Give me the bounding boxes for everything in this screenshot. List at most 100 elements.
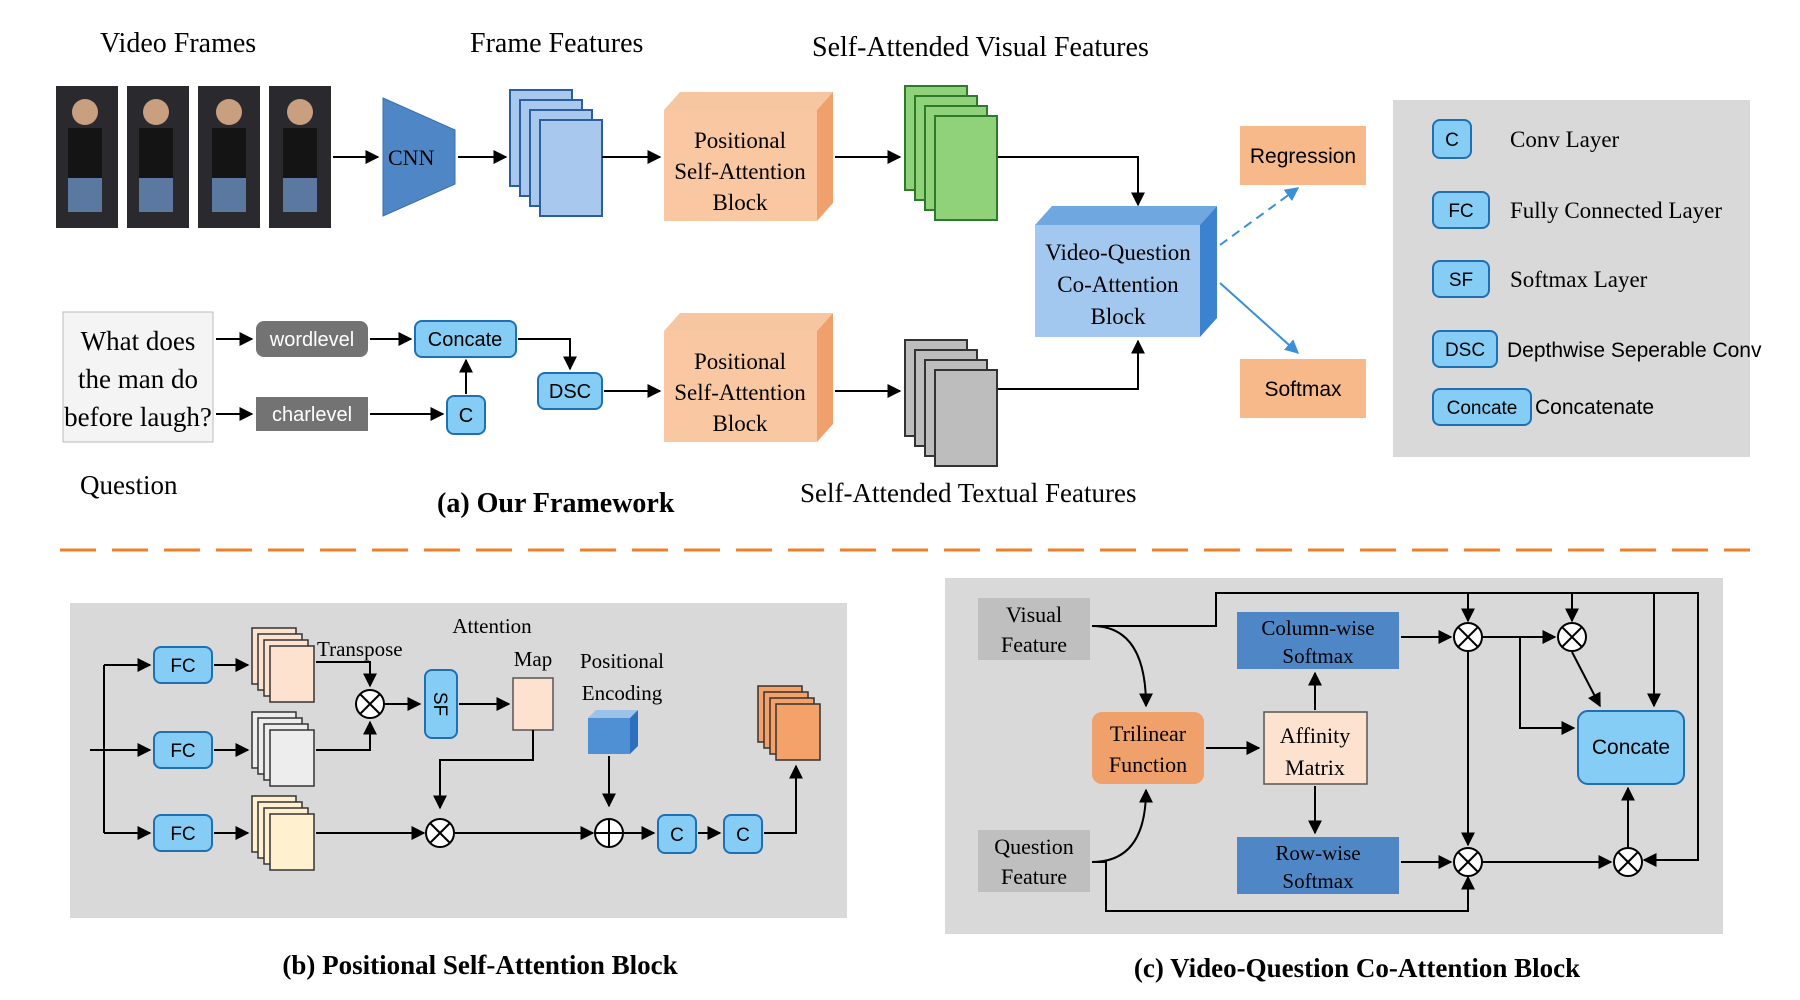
arrow-textual-to-vqca <box>998 339 1145 390</box>
value-stack <box>251 795 315 871</box>
query-stack <box>251 711 315 787</box>
regression-label: Regression <box>1250 145 1356 168</box>
charlevel-label: charlevel <box>272 404 352 426</box>
rowwise-line-2: Softmax <box>1282 869 1354 893</box>
legend-sf-desc: Softmax Layer <box>1510 267 1648 292</box>
question-line-2: the man do <box>78 364 198 394</box>
legend-fc-key <box>1432 191 1490 229</box>
textual-feature-stack <box>904 339 998 467</box>
psa-bottom-line-2: Self-Attention <box>674 380 806 405</box>
attention-label: Attention <box>452 614 532 638</box>
concate-label: Concate <box>428 329 503 351</box>
dsc-label: DSC <box>549 381 591 403</box>
legend-c-key-label: C <box>1445 130 1459 151</box>
psa-c-box-2 <box>723 814 763 854</box>
self-attended-textual-label: Self-Attended Textual Features <box>800 478 1137 508</box>
trilinear-line-1: Trilinear <box>1110 721 1187 746</box>
fc-box-2 <box>153 731 213 769</box>
fc-label-1: FC <box>170 656 195 677</box>
legend-dsc-desc: Depthwise Seperable Conv <box>1507 339 1762 362</box>
wordlevel-label: wordlevel <box>269 329 354 351</box>
multiply-node-2 <box>425 818 455 848</box>
video-frame-2 <box>127 86 189 228</box>
legend-fc-key-label: FC <box>1448 201 1473 222</box>
psa-block-bottom <box>664 313 833 442</box>
video-frame-3 <box>198 86 260 228</box>
cnn-block <box>382 97 456 217</box>
framework-caption: (a) Our Framework <box>437 488 675 519</box>
wordlevel-box <box>256 321 368 357</box>
question-box <box>62 311 214 443</box>
attention-map-box <box>512 677 554 731</box>
legend-c-desc: Conv Layer <box>1510 127 1620 152</box>
visual-feature-line-2: Feature <box>1001 632 1067 657</box>
map-label: Map <box>514 647 553 671</box>
vqca-line-2: Co-Attention <box>1057 272 1179 297</box>
softmax-box <box>1240 359 1366 418</box>
arrow-visual-to-vqca <box>998 156 1145 207</box>
legend-concate-key <box>1432 388 1532 426</box>
frame-features-label: Frame Features <box>470 28 643 59</box>
question-line-1: What does <box>81 326 196 356</box>
question-feature-box <box>978 830 1090 892</box>
question-feature-line-2: Feature <box>1001 864 1067 889</box>
legend-concate-key-label: Concate <box>1447 398 1518 419</box>
visual-feature-stack <box>904 85 998 221</box>
frame-feature-stack <box>509 89 603 217</box>
vqca-block <box>1035 206 1217 337</box>
fc-label-2: FC <box>170 741 195 762</box>
charlevel-box <box>256 397 368 431</box>
fc-box-1 <box>153 646 213 684</box>
psa-block-top <box>664 92 833 221</box>
fc-box-3 <box>153 814 213 852</box>
psa-c-label-1: C <box>670 825 684 846</box>
vqca-detail-section: Visual Feature Question Feature Trilinea… <box>945 578 1723 983</box>
concate-label-vqca: Concate <box>1592 736 1670 759</box>
video-frame-1 <box>56 86 118 228</box>
vqca-detail-caption: (c) Video-Question Co-Attention Block <box>1134 953 1580 983</box>
vqca-line-1: Video-Question <box>1045 240 1191 265</box>
softmax-label: Softmax <box>1264 378 1342 401</box>
trilinear-line-2: Function <box>1109 752 1187 777</box>
question-feature-line-1: Question <box>994 834 1073 859</box>
legend-sf-key <box>1432 260 1490 298</box>
visual-feature-line-1: Visual <box>1006 602 1062 627</box>
psa-top-line-1: Positional <box>694 128 786 153</box>
output-stack <box>757 685 821 761</box>
legend-concate-desc: Concatenate <box>1535 396 1654 419</box>
colwise-line-2: Softmax <box>1282 644 1354 668</box>
legend-dsc-key <box>1432 330 1498 368</box>
concate-box <box>414 320 517 358</box>
trilinear-box <box>1092 712 1204 784</box>
c-label: C <box>459 405 473 427</box>
rowwise-box <box>1237 837 1399 894</box>
transpose-label: Transpose <box>317 637 403 661</box>
multiply-node-c3 <box>1453 847 1483 877</box>
question-line-3: before laugh? <box>64 402 212 432</box>
colwise-box <box>1237 612 1399 669</box>
video-frame-thumbnails <box>56 86 331 228</box>
question-label: Question <box>80 470 178 500</box>
video-frame-4 <box>269 86 331 228</box>
sf-label: SF <box>429 692 450 716</box>
psa-top-line-3: Block <box>713 190 768 215</box>
add-node <box>594 818 624 848</box>
colwise-line-1: Column-wise <box>1261 616 1374 640</box>
psa-bottom-line-3: Block <box>713 411 768 436</box>
multiply-node-c2 <box>1557 622 1587 652</box>
multiply-node-c1 <box>1453 622 1483 652</box>
c-box <box>446 395 486 435</box>
legend-dsc-key-label: DSC <box>1445 340 1485 361</box>
arrow-concate-to-dsc <box>518 338 577 371</box>
arrow-vqca-to-softmax <box>1219 282 1300 354</box>
psa-c-label-2: C <box>736 825 750 846</box>
vqca-line-3: Block <box>1091 304 1146 329</box>
psa-top-line-2: Self-Attention <box>674 159 806 184</box>
rowwise-line-1: Row-wise <box>1275 841 1360 865</box>
legend-c-key <box>1432 119 1472 159</box>
legend-sf-key-label: SF <box>1449 270 1473 291</box>
psa-c-box-1 <box>657 814 697 854</box>
positional-encoding-cube <box>588 710 638 754</box>
psa-detail-section: FC FC FC Transpose <box>70 603 847 980</box>
concate-box-vqca <box>1577 710 1685 785</box>
